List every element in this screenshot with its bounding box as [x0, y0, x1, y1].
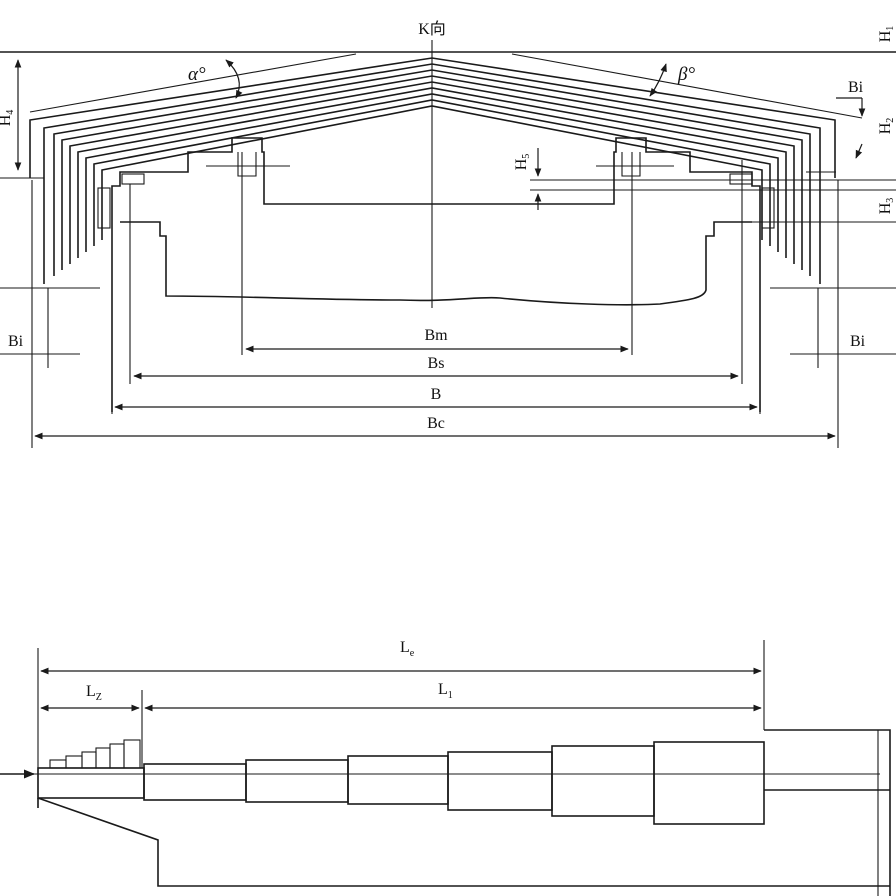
bi-top-right-label: Bi — [848, 79, 864, 96]
h2-label: H2 — [877, 118, 896, 135]
left-guide-block — [237, 152, 257, 177]
outer-cover-plate — [29, 57, 836, 178]
h5-label: H5 — [513, 154, 532, 171]
right-rail-block — [729, 173, 753, 185]
base-frame — [37, 797, 890, 887]
h3-label: H3 — [877, 198, 896, 215]
h4-label: H4 — [0, 110, 16, 127]
l1-label: L1 — [438, 681, 453, 701]
longitudinal-section-view: Le LZ L1 — [0, 639, 891, 896]
bm-label: Bm — [424, 327, 448, 344]
svg-text:H4: H4 — [0, 110, 16, 127]
direction-k-label: K向 — [418, 20, 446, 38]
telescoping-sections — [37, 741, 765, 825]
beta-angle-arc — [649, 63, 667, 97]
lz-label: LZ — [86, 683, 102, 703]
compressed-shell-stack — [49, 739, 141, 769]
beta-reference-line — [511, 53, 863, 119]
bed-break-section — [120, 221, 752, 306]
fixed-housing — [764, 729, 891, 896]
alpha-angle-arc — [225, 59, 243, 99]
b-label: B — [431, 386, 442, 403]
svg-text:H3: H3 — [877, 198, 896, 215]
bs-label: Bs — [428, 355, 445, 372]
left-rail-block — [121, 173, 145, 185]
alpha-angle-label: α° — [188, 64, 206, 85]
bc-label: Bc — [427, 415, 445, 432]
h1-label: H1 — [877, 26, 896, 43]
machine-bed-outline — [111, 137, 761, 412]
svg-text:H1: H1 — [877, 26, 896, 43]
bi-left-label: Bi — [8, 333, 24, 350]
alpha-reference-line — [29, 53, 357, 113]
cross-section-view: K向 α° β° Bi Bi Bi Bm Bs B Bc H4 H5 H1 H2… — [0, 20, 896, 448]
svg-text:H5: H5 — [513, 154, 532, 171]
le-label: Le — [400, 639, 415, 659]
right-guide-block — [621, 152, 641, 177]
bi-right-label: Bi — [850, 333, 866, 350]
svg-text:H2: H2 — [877, 118, 896, 135]
beta-angle-label: β° — [677, 64, 695, 85]
